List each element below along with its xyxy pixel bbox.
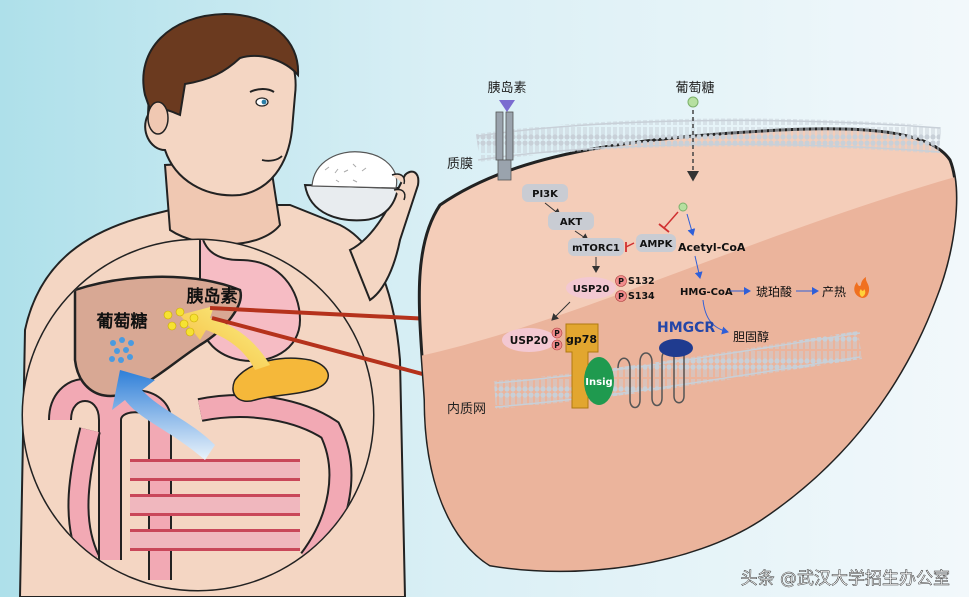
s134-label: S134 bbox=[628, 291, 655, 302]
phospho-lower-2 bbox=[551, 339, 563, 351]
signaling-pathway: PI3K AKT mTORC1 AMPK Acetyl-CoA USP20 P … bbox=[522, 184, 870, 344]
liver-small bbox=[73, 275, 243, 398]
insulin-receptor-icon bbox=[495, 100, 515, 181]
acetyl-coa-label: Acetyl-CoA bbox=[678, 241, 746, 254]
ampk-label: AMPK bbox=[640, 239, 674, 250]
glucose-label-top: 葡萄糖 bbox=[675, 80, 714, 96]
phospho-s132 bbox=[615, 275, 627, 287]
usp20-lower bbox=[502, 328, 556, 352]
blue-glucose-arrow bbox=[112, 370, 215, 460]
mtorc1-box bbox=[568, 238, 624, 256]
pi3k-box bbox=[522, 184, 568, 202]
ampk-inhibit-mtorc1 bbox=[625, 242, 635, 248]
glucose-label-body: 葡萄糖 bbox=[96, 311, 148, 332]
succinate-label: 琥珀酸 bbox=[756, 284, 792, 299]
er-membrane bbox=[493, 331, 863, 409]
zoom-connector-upper bbox=[209, 306, 451, 322]
hmgcr-transmembrane bbox=[617, 349, 685, 409]
er-label: 内质网 bbox=[447, 401, 486, 417]
phospho-s134 bbox=[615, 290, 627, 302]
hmgcr-protein bbox=[659, 339, 693, 357]
insulin-label-body: 胰岛素 bbox=[187, 286, 238, 307]
gp78-protein bbox=[565, 323, 599, 409]
insulin-dots bbox=[163, 307, 199, 337]
glucose-dots-blue bbox=[109, 337, 134, 363]
fire-icon bbox=[854, 277, 870, 298]
ampk-box bbox=[636, 234, 676, 252]
zoom-connector-lower bbox=[211, 316, 446, 382]
pi3k-label: PI3K bbox=[532, 189, 559, 200]
heat-label: 产热 bbox=[822, 285, 846, 299]
akt-box bbox=[548, 212, 594, 230]
insig-protein bbox=[584, 357, 614, 405]
yellow-insulin-arrow bbox=[180, 306, 270, 370]
phospho-lower-1 bbox=[551, 327, 563, 339]
organ-zoom-circle: 葡萄糖 胰岛素 bbox=[21, 238, 375, 592]
glucose-molecule-icon bbox=[678, 96, 699, 212]
akt-label: AKT bbox=[560, 217, 582, 228]
hmg-coa-label: HMG-CoA bbox=[680, 287, 733, 298]
watermark: 头条 @武汉大学招生办公室 bbox=[741, 569, 950, 589]
mtorc1-label: mTORC1 bbox=[572, 243, 620, 254]
phospho-p-3: P bbox=[554, 329, 560, 338]
plasma-membrane bbox=[475, 118, 942, 162]
phospho-p-2: P bbox=[618, 292, 624, 301]
phospho-p-4: P bbox=[554, 341, 560, 350]
usp20-lower-label: USP20 bbox=[510, 335, 548, 347]
phospho-p-1: P bbox=[618, 277, 624, 286]
insig-label: Insig bbox=[585, 377, 612, 388]
s132-label: S132 bbox=[628, 276, 655, 287]
hmgcr-label: HMGCR bbox=[657, 320, 715, 336]
gp78-label: gp78 bbox=[566, 333, 597, 346]
er-protein-complex: USP20 P P gp78 Insig HMGCR bbox=[502, 320, 715, 409]
cholesterol-label: 胆固醇 bbox=[733, 329, 769, 344]
usp20-upper bbox=[566, 277, 616, 299]
plasma-membrane-label: 质膜 bbox=[447, 157, 473, 172]
insulin-label-top: 胰岛素 bbox=[487, 80, 526, 96]
usp20-upper-label: USP20 bbox=[573, 284, 610, 295]
glucose-inhibit-ampk bbox=[663, 211, 679, 229]
